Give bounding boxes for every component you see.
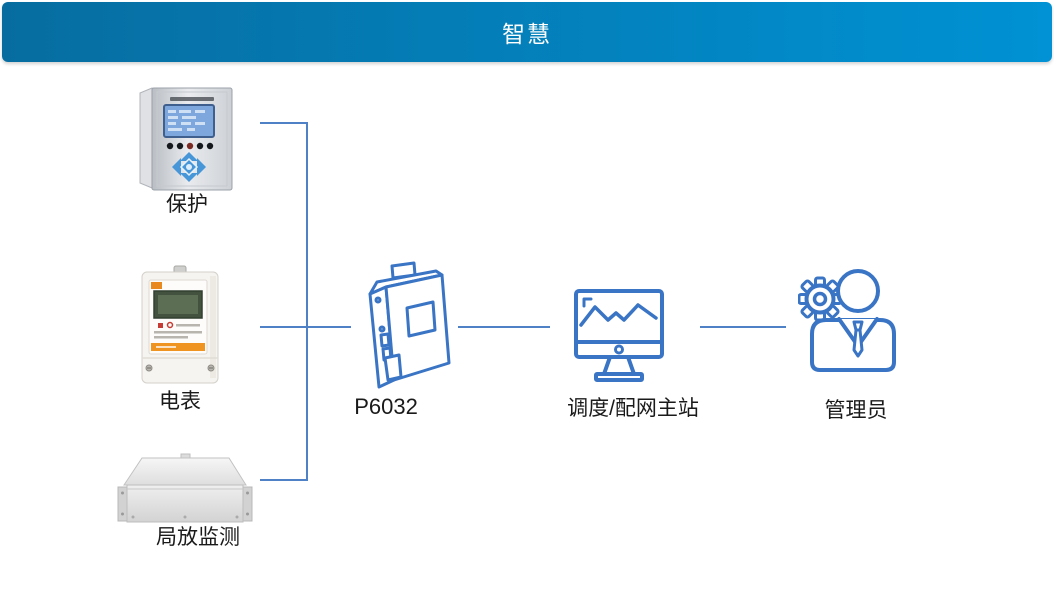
energy-meter-image xyxy=(141,265,219,384)
master-station-label: 调度/配网主站 xyxy=(567,397,699,420)
chart-zigzag xyxy=(579,303,658,327)
admin-label: 管理员 xyxy=(824,399,888,422)
connector-master-to-admin xyxy=(700,326,786,328)
pd-monitor-image xyxy=(117,453,253,523)
banner-title: 智慧 xyxy=(502,21,552,47)
bus-line-vertical xyxy=(306,122,308,481)
protection-label: 保护 xyxy=(166,193,208,216)
scada-monitor-icon xyxy=(574,289,664,382)
pd-monitor-label: 局放监测 xyxy=(156,526,240,549)
protection-relay-image xyxy=(139,87,233,191)
admin-user-icon xyxy=(798,269,896,372)
relay-keypad xyxy=(172,152,206,182)
connector-protection-to-bus xyxy=(260,122,308,124)
connector-gateway-to-master xyxy=(458,326,550,328)
gateway-label: P6032 xyxy=(354,394,418,419)
gear-icon xyxy=(798,276,843,322)
meter-label: 电表 xyxy=(159,390,201,413)
connector-meter-to-gateway xyxy=(260,326,351,328)
tie-body xyxy=(852,328,864,358)
screen-corner-mark xyxy=(582,297,593,308)
gateway-icon xyxy=(368,261,451,389)
relay-buttons-row xyxy=(166,142,214,150)
header-banner: 智慧 xyxy=(2,2,1052,62)
connector-pd-to-bus xyxy=(260,479,308,481)
person-icon xyxy=(810,269,896,372)
